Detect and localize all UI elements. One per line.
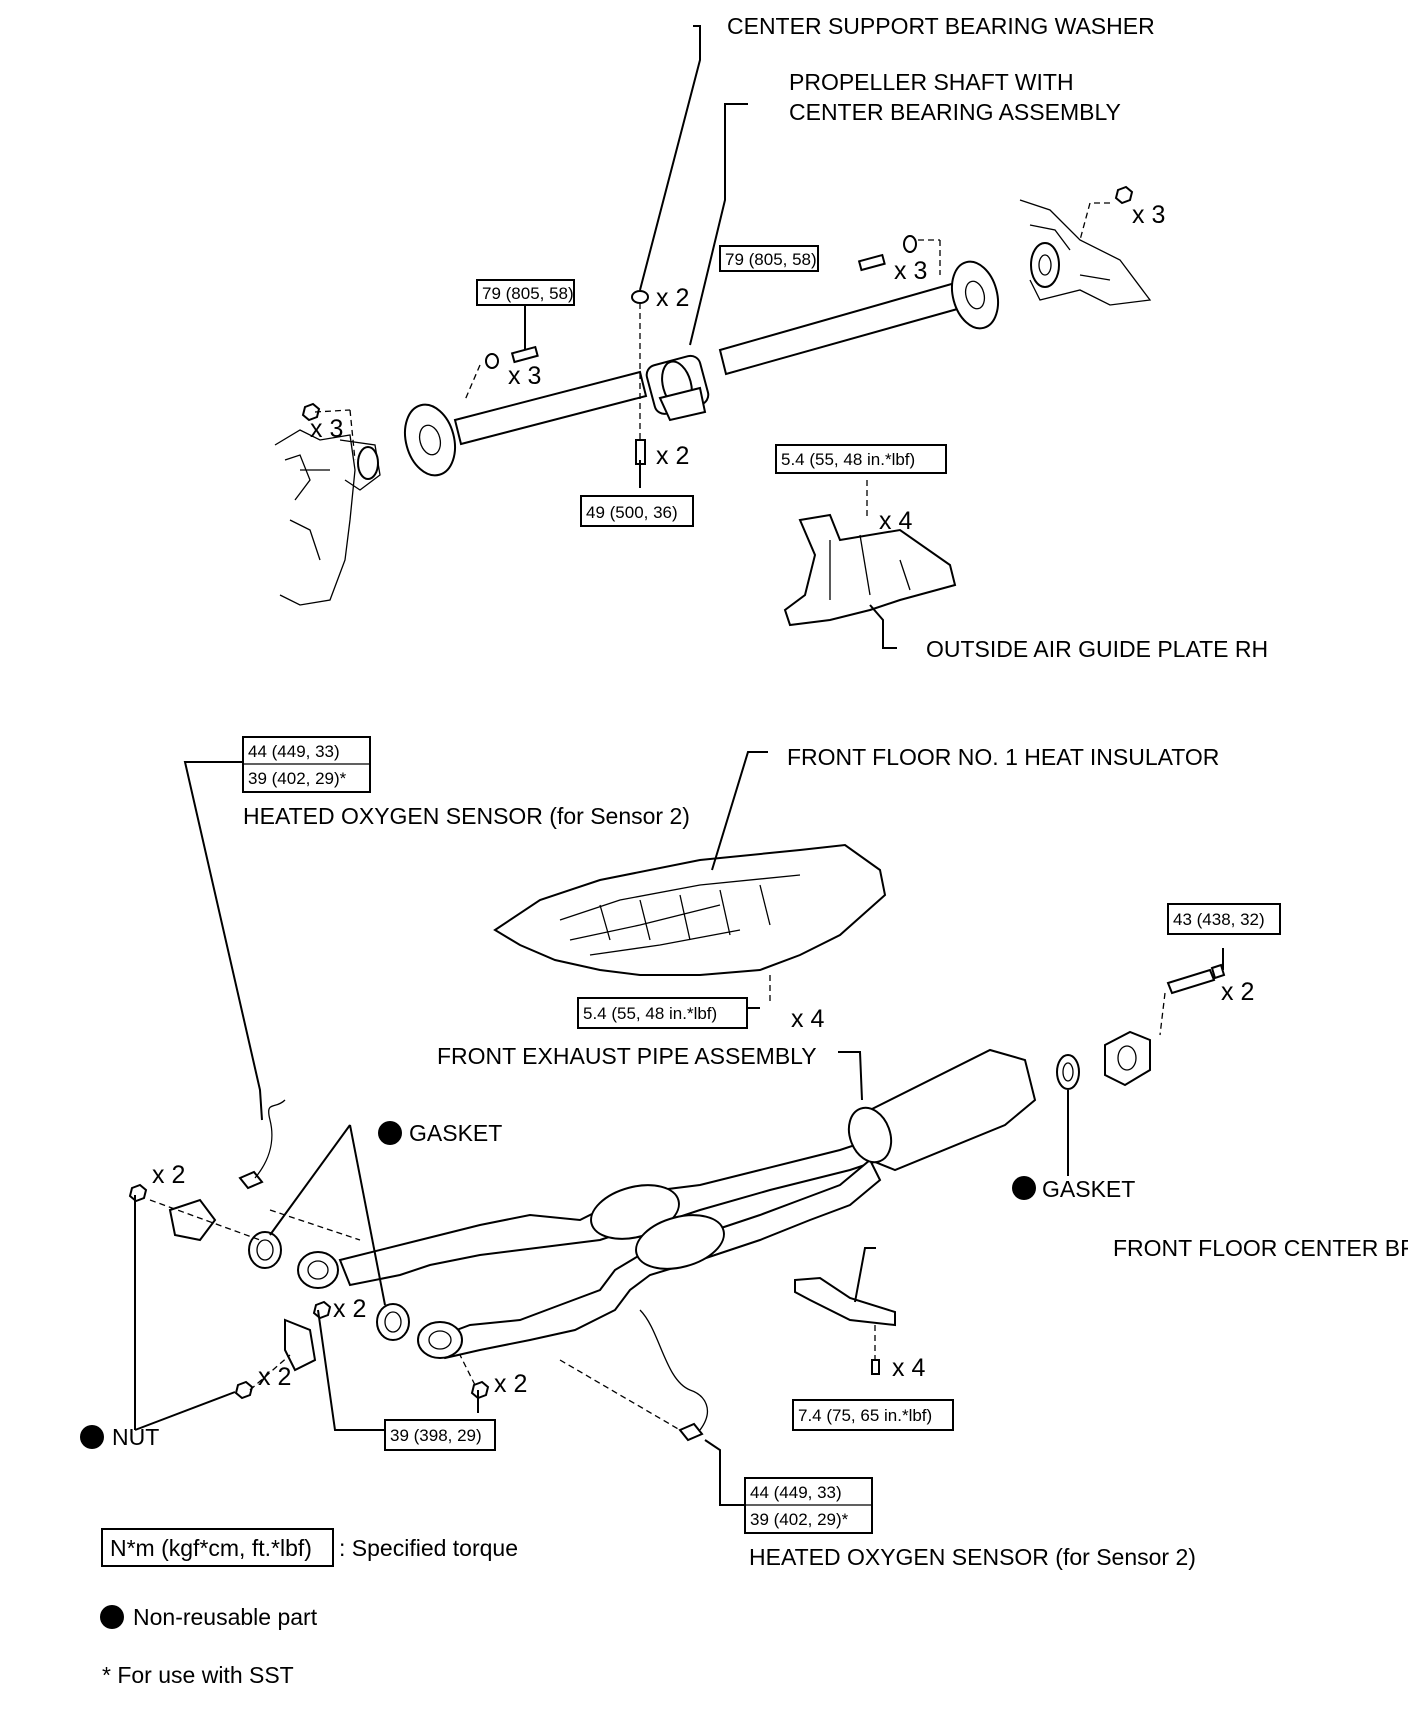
torque-o2-lower-line1: 44 (449, 33) (750, 1483, 842, 1502)
legend: N*m (kgf*cm, ft.*lbf) : Specified torque… (100, 1528, 518, 1688)
non-reusable-dot-icon (80, 1425, 104, 1449)
qty-left-nuts: x 3 (310, 415, 343, 443)
torque-box-center-bearing: 49 (500, 36) (580, 495, 694, 527)
label-nut: NUT (112, 1424, 159, 1450)
torque-rear-flange-text: 43 (438, 32) (1173, 910, 1265, 929)
qty-front-pipe-b: x 2 (258, 1363, 291, 1391)
front-floor-center-brace (794, 1276, 896, 1375)
qty-front-pipe-a: x 2 (333, 1295, 366, 1323)
oxygen-sensors (238, 1099, 709, 1442)
differential-housing (1019, 199, 1152, 306)
flange-fasteners (301, 185, 1134, 465)
propeller-shaft (404, 260, 1000, 477)
label-front-exhaust-pipe: FRONT EXHAUST PIPE ASSEMBLY (437, 1043, 817, 1069)
torque-center-bearing-text: 49 (500, 36) (586, 503, 678, 522)
label-o2-sensor-upper: HEATED OXYGEN SENSOR (for Sensor 2) (243, 803, 690, 829)
torque-flange-right-text: 79 (805, 58) (725, 250, 817, 269)
torque-center-brace-text: 7.4 (75, 65 in.*lbf) (798, 1406, 932, 1425)
qty-air-guide-bolts: x 4 (879, 507, 912, 535)
center-support-bearing-washer (631, 290, 649, 450)
label-gasket-left: GASKET (409, 1120, 502, 1146)
label-propeller-shaft-line2: CENTER BEARING ASSEMBLY (789, 99, 1121, 125)
label-nut-group: NUT (80, 1424, 159, 1450)
front-exhaust-pipe (297, 1048, 1037, 1360)
torque-box-flange-left: 79 (805, 58) (476, 279, 575, 306)
rear-flange (1104, 963, 1226, 1087)
torque-box-heat-insulator: 5.4 (55, 48 in.*lbf) (577, 997, 748, 1029)
torque-o2-lower-line2: 39 (402, 29)* (750, 1510, 849, 1529)
torque-box-flange-right: 79 (805, 58) (719, 245, 819, 272)
label-heat-insulator: FRONT FLOOR NO. 1 HEAT INSULATOR (787, 744, 1219, 770)
torque-air-guide-text: 5.4 (55, 48 in.*lbf) (781, 450, 915, 469)
upper-leaders (524, 25, 897, 649)
qty-brace-bolts: x 4 (892, 1354, 925, 1382)
torque-o2-upper-line1: 44 (449, 33) (248, 742, 340, 761)
label-center-support-bearing-washer: CENTER SUPPORT BEARING WASHER (727, 13, 1155, 39)
qty-left-studs: x 2 (152, 1161, 185, 1189)
non-reusable-dot-icon (1012, 1176, 1036, 1200)
torque-box-o2-upper: 44 (449, 33) 39 (402, 29)* (242, 736, 371, 793)
torque-box-center-brace: 7.4 (75, 65 in.*lbf) (792, 1399, 954, 1431)
label-o2-sensor-lower: HEATED OXYGEN SENSOR (for Sensor 2) (749, 1544, 1196, 1570)
torque-box-rear-flange: 43 (438, 32) (1167, 903, 1281, 935)
non-reusable-dot-icon (100, 1605, 124, 1629)
qty-right-bolts: x 3 (894, 257, 927, 285)
non-reusable-dot-icon (378, 1121, 402, 1145)
torque-box-front-pipe-nut: 39 (398, 29) (384, 1419, 496, 1451)
torque-flange-left-text: 79 (805, 58) (482, 284, 574, 303)
qty-center-bolts: x 2 (656, 442, 689, 470)
lower-leaders (134, 751, 1224, 1506)
qty-right-nuts: x 3 (1132, 201, 1165, 229)
qty-rear-bolts: x 2 (1221, 978, 1254, 1006)
label-gasket-right: GASKET (1042, 1176, 1135, 1202)
qty-washer: x 2 (656, 284, 689, 312)
label-propeller-shaft-line1: PROPELLER SHAFT WITH (789, 69, 1074, 95)
torque-o2-upper-line2: 39 (402, 29)* (248, 769, 347, 788)
qty-insulator-nuts: x 4 (791, 1005, 824, 1033)
label-gasket-left-group: GASKET (378, 1120, 502, 1146)
transmission-housing (274, 429, 381, 606)
manifold-connections (128, 1183, 681, 1431)
torque-box-o2-lower: 44 (449, 33) 39 (402, 29)* (744, 1477, 873, 1534)
gaskets (248, 1054, 1080, 1341)
legend-torque-box-text: N*m (kgf*cm, ft.*lbf) (110, 1535, 312, 1561)
qty-left-bolts: x 3 (508, 362, 541, 390)
outside-air-guide-plate (783, 480, 957, 627)
front-floor-heat-insulator (493, 843, 887, 1005)
legend-torque-box (101, 1528, 334, 1567)
label-center-brace: FRONT FLOOR CENTER BRACE (1113, 1235, 1408, 1261)
legend-non-reusable: Non-reusable part (133, 1604, 318, 1630)
torque-heat-insulator-text: 5.4 (55, 48 in.*lbf) (583, 1004, 717, 1023)
legend-sst-note: * For use with SST (102, 1662, 294, 1688)
label-gasket-right-group: GASKET (1012, 1176, 1135, 1202)
label-outside-air-guide-plate: OUTSIDE AIR GUIDE PLATE RH (926, 636, 1268, 662)
torque-front-pipe-nut-text: 39 (398, 29) (390, 1426, 482, 1445)
legend-torque-text: : Specified torque (339, 1535, 518, 1561)
qty-front-pipe-c: x 2 (494, 1370, 527, 1398)
torque-box-air-guide: 5.4 (55, 48 in.*lbf) (775, 444, 947, 474)
